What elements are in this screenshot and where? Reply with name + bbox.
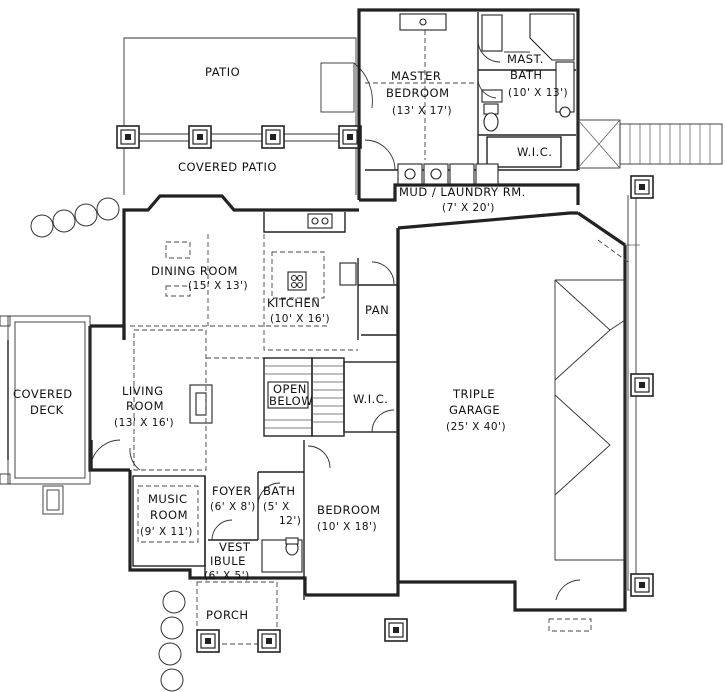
bedroom-dims: (10' X 18') bbox=[317, 521, 377, 533]
bath-dims-2: 12') bbox=[279, 515, 301, 527]
covered-deck-label: COVERED bbox=[13, 387, 73, 401]
stair-area bbox=[263, 357, 399, 600]
post bbox=[116, 125, 140, 149]
kitchen-dims: (10' X 16') bbox=[270, 313, 330, 325]
master-bath-label: MAST. bbox=[507, 52, 544, 66]
covered-patio-label: COVERED PATIO bbox=[178, 160, 277, 174]
living-room-label-2: ROOM bbox=[126, 399, 164, 413]
master-bath-dims: (10' X 13') bbox=[508, 87, 568, 99]
master-bath-label-2: BATH bbox=[510, 68, 543, 82]
open-below-label-2: BELOW bbox=[269, 394, 313, 408]
dining-kitchen bbox=[130, 212, 398, 351]
post bbox=[261, 125, 285, 149]
master-suite bbox=[364, 12, 578, 185]
bath-dims: (5' X bbox=[263, 501, 290, 513]
foyer-label: FOYER bbox=[212, 484, 252, 498]
master-bedroom-label: MASTER bbox=[391, 69, 441, 83]
shrubs bbox=[30, 197, 186, 692]
garage-area bbox=[548, 175, 654, 632]
exterior-stairs bbox=[577, 119, 723, 169]
vestibule-label-2: IBULE bbox=[210, 554, 246, 568]
foyer-dims: (6' X 8') bbox=[210, 501, 256, 513]
music-room-label: MUSIC bbox=[148, 492, 188, 506]
patio-label: PATIO bbox=[205, 65, 240, 79]
vestibule-dims: (6' X 5') bbox=[204, 570, 250, 582]
kitchen-label: KITCHEN bbox=[267, 296, 320, 310]
triple-garage-label: TRIPLE bbox=[452, 387, 495, 401]
master-wic-label: W.I.C. bbox=[517, 145, 552, 159]
patio-posts bbox=[116, 125, 362, 149]
triple-garage-dims: (25' X 40') bbox=[446, 421, 506, 433]
pantry-label: PAN bbox=[365, 303, 389, 317]
covered-deck-label-2: DECK bbox=[30, 403, 64, 417]
music-room-dims: (9' X 11') bbox=[140, 526, 193, 538]
post bbox=[630, 175, 654, 199]
wic-label: W.I.C. bbox=[353, 392, 388, 406]
living-room-label: LIVING bbox=[122, 384, 164, 398]
open-below-label: OPEN bbox=[273, 382, 307, 396]
master-bedroom-dims: (13' X 17') bbox=[392, 105, 452, 117]
post bbox=[630, 573, 654, 597]
porch bbox=[196, 581, 408, 653]
post bbox=[188, 125, 212, 149]
living-room-dims: (13' X 16') bbox=[114, 417, 174, 429]
dining-room-label: DINING ROOM bbox=[151, 264, 238, 278]
music-room-label-2: ROOM bbox=[150, 508, 188, 522]
mud-laundry-dims: (7' X 20') bbox=[442, 202, 495, 214]
front-rooms bbox=[129, 447, 304, 578]
post bbox=[257, 629, 281, 653]
porch-label: PORCH bbox=[206, 608, 249, 622]
living-deck bbox=[0, 315, 270, 515]
dining-room-dims: (15' X 13') bbox=[188, 280, 248, 292]
post bbox=[384, 618, 408, 642]
mud-laundry-label: MUD / LAUNDRY RM. bbox=[399, 185, 526, 199]
bedroom-label: BEDROOM bbox=[317, 503, 381, 517]
room-labels: PATIO COVERED PATIO MASTER BEDROOM (13' … bbox=[13, 52, 568, 622]
post bbox=[630, 373, 654, 397]
triple-garage-label-2: GARAGE bbox=[449, 403, 500, 417]
post bbox=[196, 629, 220, 653]
post bbox=[338, 125, 362, 149]
vestibule-label: VEST bbox=[219, 540, 251, 554]
bath-label: BATH bbox=[263, 484, 296, 498]
master-bedroom-label-2: BEDROOM bbox=[386, 86, 450, 100]
